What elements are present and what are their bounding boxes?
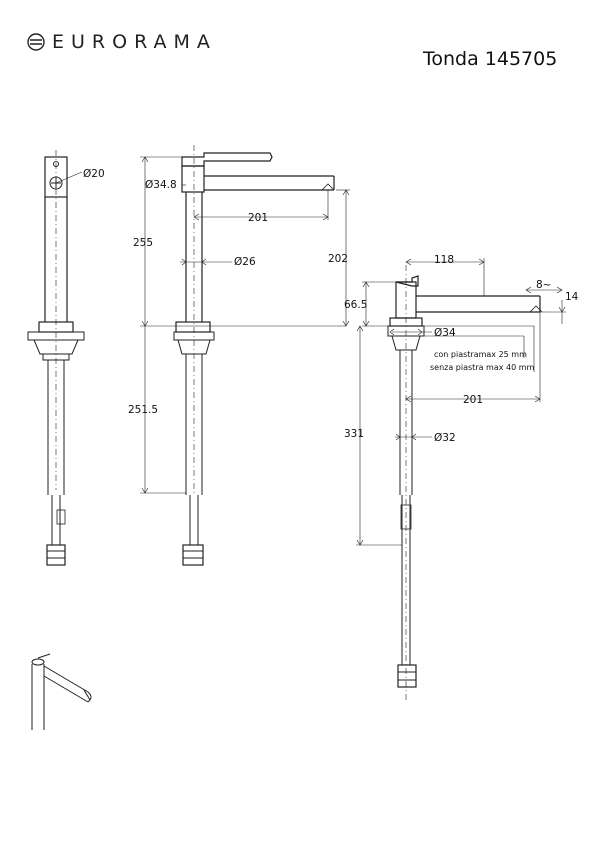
dim-reach-201: 201 [248,212,268,224]
dim-height-331: 331 [344,428,364,440]
product-title: Tonda 145705 [423,48,558,70]
brand-mark-icon [27,33,45,51]
dim-spout-14: 14 [565,291,579,303]
brand-logo: EURORAMA [26,30,217,54]
dim-diameter-32: Ø32 [434,432,456,444]
dim-diameter-20: Ø20 [83,168,105,180]
brand-name: EURORAMA [52,31,217,53]
dim-diameter-34-8: Ø34.8 [145,179,177,191]
dim-height-66-5: 66.5 [344,299,367,311]
dim-height-251-5: 251.5 [128,404,158,416]
side-view: Ø20 [27,150,105,566]
low-spout-view: 118 8~ 14 66.5 Ø34 con piastramax 25 mm … [344,254,579,700]
note-with-plate: con piastramax 25 mm [434,350,527,359]
front-view: 255 251.5 Ø34.8 201 Ø26 202 [128,145,350,566]
perspective-sketch [31,653,92,730]
dim-height-255: 255 [133,237,153,249]
dim-spout-8: 8~ [536,279,551,291]
dim-diameter-26: Ø26 [234,256,256,268]
dim-reach-201-lower: 201 [463,394,483,406]
dim-diameter-34: Ø34 [434,327,456,339]
dim-height-202: 202 [328,253,348,265]
note-without-plate: senza piastra max 40 mm [430,363,535,372]
dim-lever-118: 118 [434,254,454,266]
